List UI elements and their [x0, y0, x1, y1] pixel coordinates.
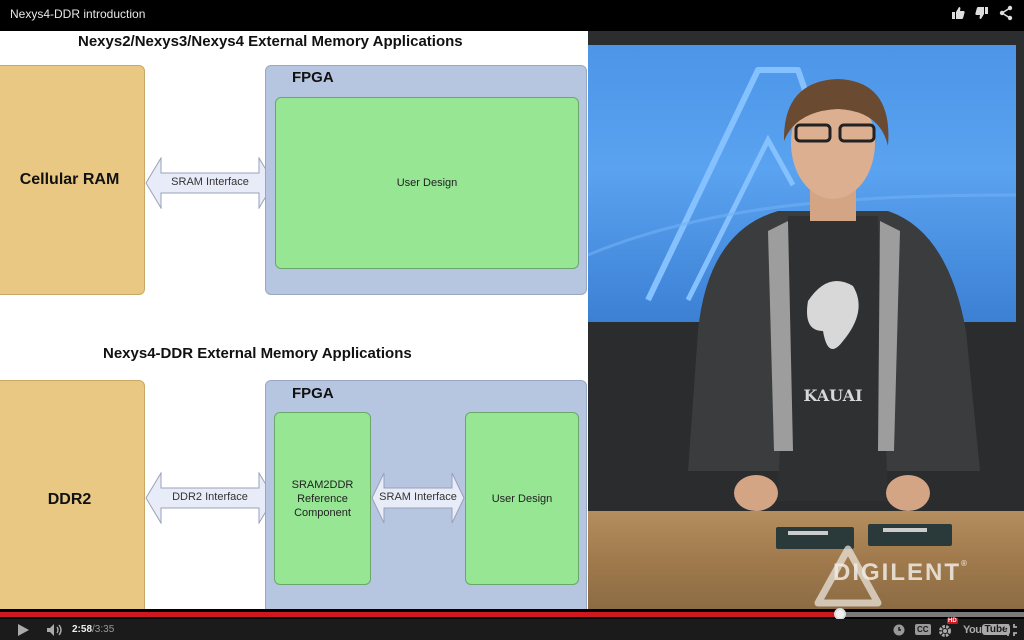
video-frame[interactable]: Nexys2/Nexys3/Nexys4 External Memory App… [0, 31, 1024, 609]
top-heading: Nexys2/Nexys3/Nexys4 External Memory App… [78, 33, 463, 50]
diagram-slide: Nexys2/Nexys3/Nexys4 External Memory App… [0, 31, 588, 609]
component-line-2: Reference [297, 492, 348, 505]
settings-button[interactable]: HD [938, 618, 958, 637]
ddr2-interface-arrow: DDR2 Interface [145, 472, 275, 524]
sram-interface-arrow: SRAM Interface [145, 157, 275, 209]
sram2ddr-component-block: SRAM2DDR Reference Component [274, 412, 371, 585]
ddr2-label: DDR2 [47, 491, 92, 508]
ddr2-block: DDR2 [0, 380, 145, 609]
shirt-text: KAUAI [803, 386, 862, 405]
captions-button[interactable]: CC [915, 622, 931, 637]
ddr2-interface-label: DDR2 Interface [172, 491, 248, 503]
thumbs-up-icon[interactable] [950, 5, 966, 21]
cc-icon: CC [915, 624, 931, 635]
fpga-label-top: FPGA [292, 69, 334, 86]
user-design-label-bottom: User Design [491, 492, 553, 505]
thumbs-down-icon[interactable] [974, 5, 990, 21]
fullscreen-button[interactable] [1004, 622, 1018, 637]
header-actions [950, 5, 1014, 21]
time-separator: / [92, 624, 95, 635]
fullscreen-exit-icon [1005, 623, 1017, 636]
volume-button[interactable] [46, 622, 64, 637]
user-design-label-top: User Design [396, 177, 458, 189]
sram-interface-arrow-bottom: SRAM Interface [371, 472, 465, 524]
sram-interface-label: SRAM Interface [171, 176, 249, 188]
youtube-you: You [963, 623, 982, 636]
progress-bar[interactable] [0, 608, 1024, 620]
presenter-camera-feed: KAUAI DIGILENT® [588, 31, 1024, 609]
youtube-tube: Tube [982, 624, 1010, 635]
user-design-block-bottom: User Design [465, 412, 579, 585]
video-title[interactable]: Nexys4-DDR introduction [10, 7, 146, 21]
bottom-heading: Nexys4-DDR External Memory Applications [103, 345, 412, 362]
title-bar: Nexys4-DDR introduction [0, 0, 1024, 31]
time-display: 2:58 / 3:35 [72, 622, 114, 637]
progress-played [0, 612, 840, 617]
fpga-label-bottom: FPGA [292, 385, 334, 402]
sram-interface-label-bottom: SRAM Interface [379, 491, 457, 503]
component-line-3: Component [294, 506, 351, 519]
share-icon[interactable] [998, 5, 1014, 21]
brand-registered-mark: ® [961, 559, 969, 568]
gear-icon [939, 624, 951, 637]
clock-icon [893, 624, 905, 635]
presenter: KAUAI [688, 79, 980, 607]
fpga-block-top: FPGA User Design [265, 65, 587, 295]
current-time: 2:58 [72, 624, 93, 635]
hd-badge: HD [947, 618, 958, 624]
play-button[interactable] [16, 622, 30, 637]
cellular-ram-block: Cellular RAM [0, 65, 145, 295]
fpga-block-bottom: FPGA SRAM2DDR Reference Component User D… [265, 380, 587, 609]
cellular-ram-label: Cellular RAM [19, 171, 120, 188]
digilent-watermark: DIGILENT® [833, 559, 969, 587]
duration: 3:35 [94, 624, 115, 635]
brand-text: DIGILENT [833, 559, 961, 586]
user-design-block-top: User Design [275, 97, 579, 269]
component-line-1: SRAM2DDR [291, 478, 354, 491]
watch-later-button[interactable] [893, 622, 905, 637]
play-icon [18, 623, 29, 636]
volume-icon [47, 623, 62, 636]
